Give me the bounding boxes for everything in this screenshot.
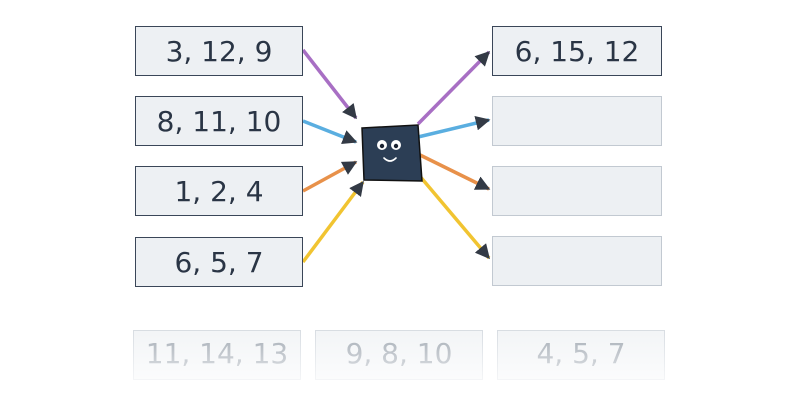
answer-choice-2[interactable]: 9, 8, 10 (315, 330, 483, 380)
input-connector-3 (302, 160, 358, 193)
input-connector-2 (302, 119, 358, 144)
output-value-1: 6, 15, 12 (514, 34, 640, 68)
input-box-2: 8, 11, 10 (135, 96, 303, 146)
input-value-3: 1, 2, 4 (174, 174, 264, 208)
answer-choice-label: 4, 5, 7 (536, 337, 626, 370)
function-machine (361, 124, 423, 182)
input-value-4: 6, 5, 7 (174, 245, 264, 279)
answer-choice-label: 9, 8, 10 (345, 337, 453, 370)
answer-choice-1[interactable]: 11, 14, 13 (133, 330, 301, 380)
input-connector-4 (301, 180, 365, 264)
output-connector-3 (417, 152, 491, 191)
answer-choice-3[interactable]: 4, 5, 7 (497, 330, 665, 380)
output-box-1: 6, 15, 12 (492, 26, 662, 76)
output-connector-1 (416, 50, 491, 126)
output-drop-slot-4[interactable] (492, 236, 662, 286)
input-box-4: 6, 5, 7 (135, 237, 303, 287)
output-drop-slot-2[interactable] (492, 96, 662, 146)
input-value-1: 3, 12, 9 (165, 34, 273, 68)
input-box-3: 1, 2, 4 (135, 166, 303, 216)
input-value-2: 8, 11, 10 (156, 104, 282, 138)
output-drop-slot-3[interactable] (492, 166, 662, 216)
output-connector-4 (416, 172, 491, 260)
output-connector-2 (417, 115, 491, 139)
answer-choice-label: 11, 14, 13 (145, 337, 289, 370)
input-box-1: 3, 12, 9 (135, 26, 303, 76)
machine-body (361, 124, 423, 182)
input-connector-1 (301, 48, 358, 120)
smiley-face-icon (377, 140, 401, 162)
